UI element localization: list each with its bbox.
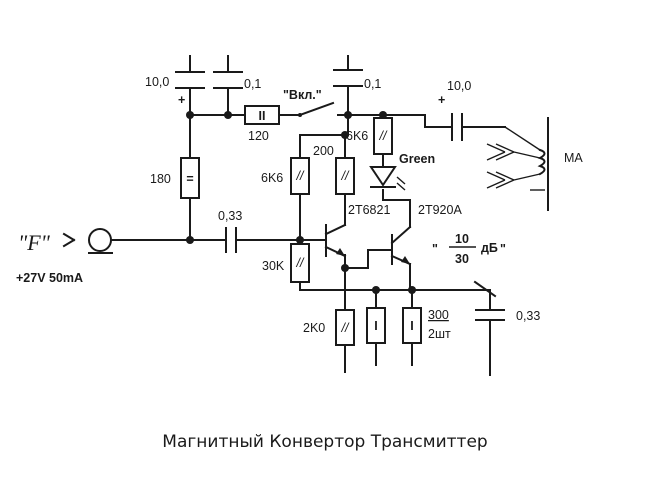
label-coil: MA <box>564 151 583 165</box>
label-c4: 10,0 <box>447 79 471 93</box>
resistor-180 <box>180 157 200 199</box>
transistor-q2 <box>390 225 412 266</box>
gain-numerator: 10 <box>455 232 469 246</box>
capacitor-c2 <box>213 71 243 89</box>
mark-led-res: // <box>379 129 388 143</box>
label-r120: 120 <box>248 129 269 143</box>
label-c2: 0,1 <box>244 77 261 91</box>
wires <box>111 55 549 376</box>
label-q2: 2T920A <box>418 203 462 217</box>
mark-2k0: // <box>341 321 350 335</box>
label-power: +27V 50mA <box>16 271 83 285</box>
label-r180: 180 <box>150 172 171 186</box>
input-connector <box>62 228 113 254</box>
mark-180: = <box>186 172 193 186</box>
gain-unit: дБ <box>481 241 498 255</box>
power-switch <box>298 101 335 117</box>
capacitor-c4 <box>451 113 463 141</box>
resistor-30k <box>290 243 310 283</box>
coil-antenna <box>486 126 546 189</box>
mark-200: // <box>341 169 350 183</box>
resistor-2k0 <box>335 309 355 346</box>
label-c-out: 0,33 <box>516 309 540 323</box>
label-c1-plus: + <box>178 93 185 107</box>
output-switch <box>473 280 497 298</box>
label-r6k6: 6K6 <box>261 171 283 185</box>
label-c1: 10,0 <box>145 75 169 89</box>
mark-300-a: I <box>374 319 377 333</box>
resistor-300-b <box>402 307 422 344</box>
label-q1: 2T6821 <box>348 203 390 217</box>
mark-300-b: I <box>410 319 413 333</box>
label-led: Green <box>399 152 435 166</box>
resistor-200 <box>335 157 355 195</box>
label-switch: "Вкл." <box>283 88 322 102</box>
mark-30k: // <box>296 256 305 270</box>
label-r300: 300 <box>428 308 449 322</box>
label-c3: 0,1 <box>364 77 381 91</box>
resistor-300-a <box>366 307 386 344</box>
capacitor-c3 <box>333 69 363 87</box>
transistor-q1 <box>324 223 347 258</box>
capacitor-coupling <box>225 227 237 253</box>
led-green <box>369 166 406 191</box>
diagram-title: Магнитный Конвертор Трансмиттер <box>162 432 487 452</box>
gain-right-mark: " <box>500 242 506 256</box>
mark-6k6: // <box>296 169 305 183</box>
label-rled: 6K6 <box>346 129 368 143</box>
capacitor-c1 <box>175 71 205 89</box>
resistor-led-6k6 <box>373 117 393 155</box>
gain-left-mark: " <box>432 242 438 256</box>
capacitor-output <box>475 309 505 321</box>
gain-denominator: 30 <box>455 252 469 266</box>
label-r30k: 30K <box>262 259 285 273</box>
label-input: "F" <box>18 230 51 255</box>
label-c-coupling: 0,33 <box>218 209 242 223</box>
resistor-6k6 <box>290 157 310 195</box>
label-r200: 200 <box>313 144 334 158</box>
label-c4-plus: + <box>438 93 445 107</box>
label-r300-qty: 2шт <box>428 327 451 341</box>
resistor-120 <box>244 105 280 125</box>
label-r2k0: 2K0 <box>303 321 325 335</box>
mark-120: II <box>259 109 266 123</box>
